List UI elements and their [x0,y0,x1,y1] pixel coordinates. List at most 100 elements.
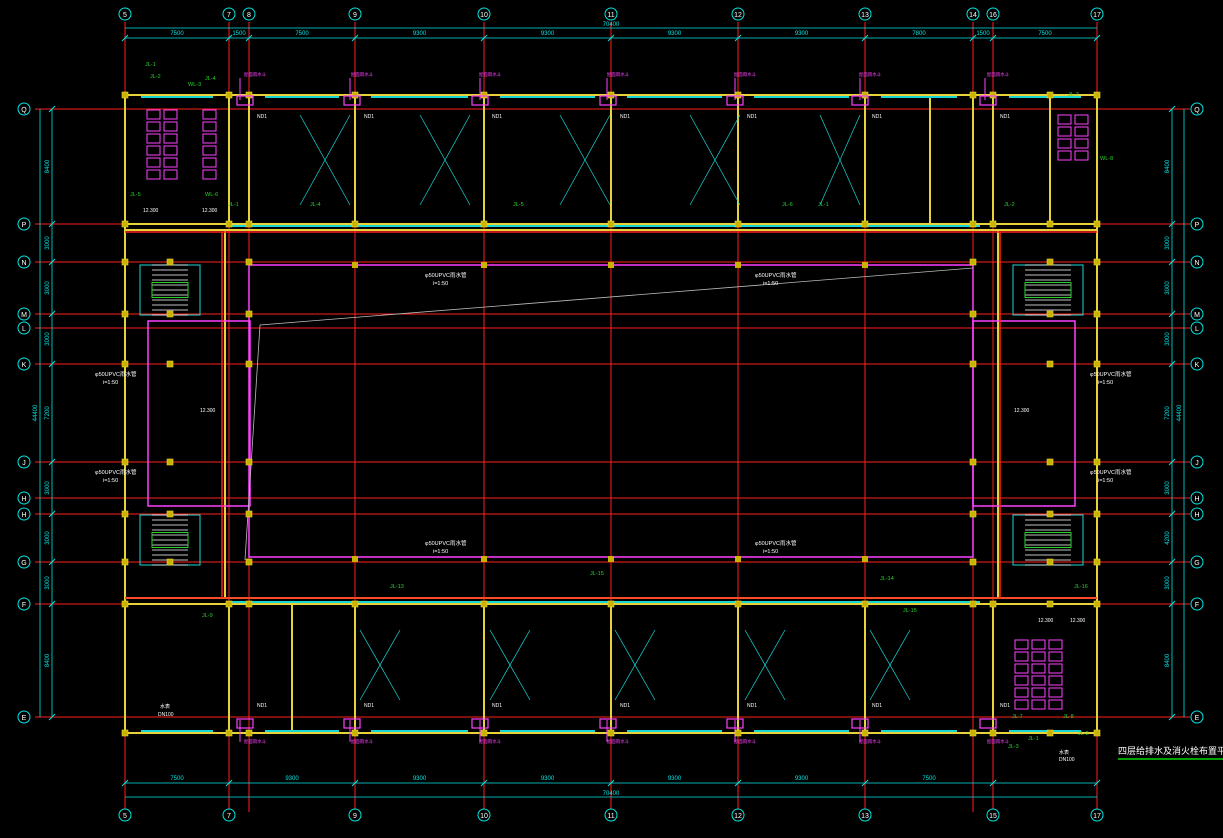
axis-bubble-top-12 [731,7,745,21]
hydrant-code-south-3: ND1 [620,703,630,709]
column [861,600,869,608]
toilet-block-nw-stall [146,157,161,168]
column [245,91,253,99]
axis-bubble-right-L [1190,321,1204,335]
toilet-block-se-stall [1031,663,1046,674]
riser-corridor-3: JL-1 [818,202,829,208]
dim-left-label: 3000 [45,481,51,495]
column [607,220,615,228]
riser-top-2: WL-3 [188,82,201,88]
axis-bubble-top-5 [118,7,132,21]
hydrant-north [599,95,617,106]
axis-bubble-top-17 [1090,7,1104,21]
column [166,360,174,368]
column [352,262,358,268]
toilet-block-se-stall [1031,699,1046,710]
hydrant-south [726,718,744,729]
toilet-block-se-stall [1048,639,1063,650]
column [121,360,129,368]
column [121,91,129,99]
toilet-block-nw [146,109,178,180]
riser-top-4: JL-5 [130,192,141,198]
axis-bubble-right-G [1190,555,1204,569]
dim-top-total: 70400 [603,22,620,28]
axis-bubble-left-L [17,321,31,335]
axis-bubble-left-H2-text: H [21,512,26,519]
column [166,558,174,566]
axis-bubble-bottom-9 [348,808,362,822]
axis-bubble-left-F [17,597,31,611]
axis-bubble-bottom-13-text: 13 [861,813,869,820]
axis-bubble-bottom-17-text: 17 [1093,813,1101,820]
dim-right-label: 3000 [1165,332,1171,346]
axis-bubble-bottom-5 [118,808,132,822]
floor-drain-sw: DN100 [158,712,174,718]
riser-bottom-2: JL-15 [590,571,604,577]
column [1093,91,1101,99]
axis-bubble-left-N [17,255,31,269]
column [969,360,977,368]
roof-drain-north-6: 屋面雨水斗 [987,71,1010,78]
roof-drain-south-0: 屋面雨水斗 [244,738,267,745]
column [351,600,359,608]
toilet-block-se-stall [1048,651,1063,662]
dim-bottom-label: 9300 [668,776,682,782]
dim-top-tick [225,34,233,42]
dim-left-tick [48,510,56,518]
dim-right-tick [1168,713,1176,721]
axis-bubble-top-9-text: 9 [353,12,357,19]
dim-bottom-label: 9300 [413,776,427,782]
pipe-note-4: φ50UPVC雨水管 [95,468,137,476]
toilet-block-nw-stall [163,169,178,180]
toilet-block-se-stall [1031,675,1046,686]
column [1046,258,1054,266]
column [166,258,174,266]
column [245,458,253,466]
axis-bubble-right-H2 [1190,507,1204,521]
dim-left-tick [48,258,56,266]
axis-bubble-right-M [1190,307,1204,321]
axis-bubble-right-M-text: M [1194,312,1200,319]
axis-bubble-bottom-7 [222,808,236,822]
elevation-0: 12.300 [143,208,159,214]
dim-top-label: 1500 [976,31,990,37]
axis-grid [35,22,1190,812]
cross-north [419,114,471,206]
elevation-4: 12.300 [1038,618,1054,624]
column [861,729,869,737]
toilet-block-se-stall [1031,687,1046,698]
roof-drain-south-3: 屋面雨水斗 [607,738,630,745]
riser-corridor-5: JL-1 [228,202,239,208]
axis-bubble-bottom-9-text: 9 [353,813,357,820]
column [608,262,614,268]
roof-drain-north-4: 屋面雨水斗 [734,71,757,78]
dim-bottom-tick [351,779,359,787]
elevation-2: 12.300 [200,408,216,414]
roof-drain-north-3: 屋面雨水斗 [607,71,630,78]
pipe-grey-diag [244,267,974,561]
cross-north [559,114,611,206]
column [480,220,488,228]
dim-right-total: 44400 [1177,404,1183,421]
dim-top-label: 7800 [912,31,926,37]
column [121,458,129,466]
riser-corridor-0: JL-4 [310,202,321,208]
dim-left-label: 7200 [45,406,51,420]
dim-top-tick [480,34,488,42]
pipe-slope-2: i=1:50 [103,380,118,386]
axis-bubble-bottom-12 [731,808,745,822]
column [245,729,253,737]
axis-bubble-left-H2 [17,507,31,521]
toilet-block-ne-stall [1074,150,1089,161]
axis-bubble-left-E [17,710,31,724]
hydrant-code-north-1: ND1 [364,114,374,120]
dim-top-tick [734,34,742,42]
axis-bubble-right-J-text: J [1195,460,1199,467]
hydrant-north [979,95,997,106]
axis-bubble-top-10-text: 10 [480,12,488,19]
toilet-block-nw2-stall [202,169,217,180]
toilet-block-nw-stall [163,133,178,144]
dim-bottom-label: 9300 [795,776,809,782]
toilet-block-ne-stall [1074,126,1089,137]
